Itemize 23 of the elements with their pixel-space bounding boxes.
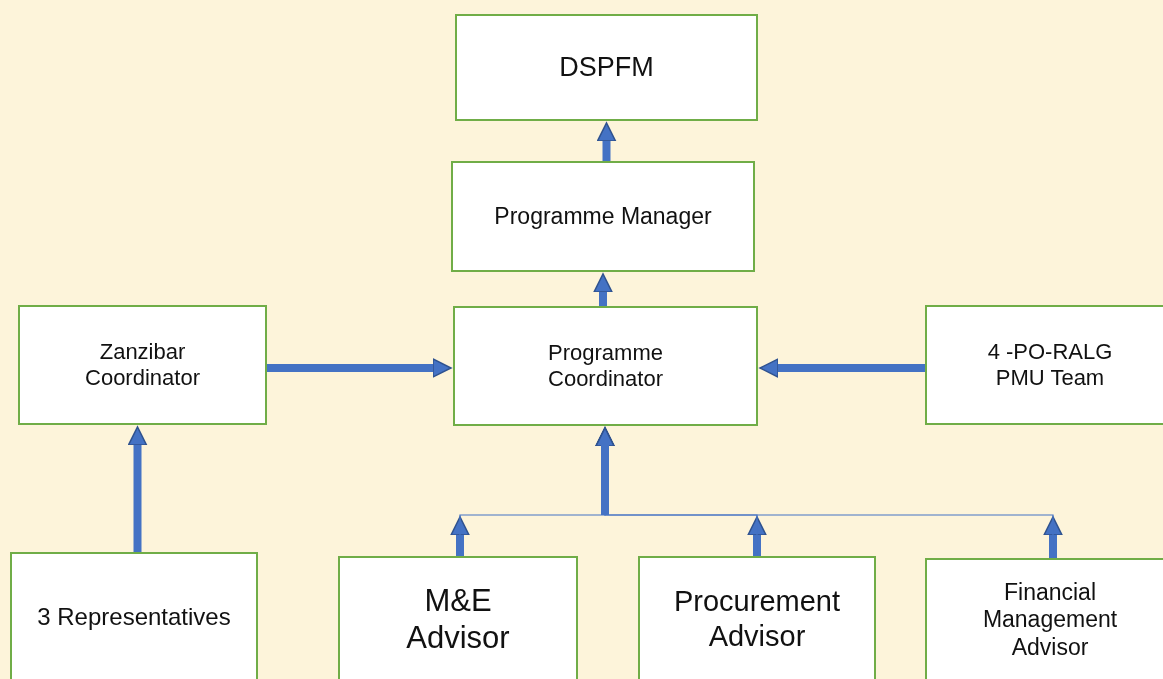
role-label: 4 -PO-RALG PMU Team [986, 338, 1114, 392]
block-arrow [596, 122, 617, 161]
role-label: Procurement Advisor [673, 584, 841, 654]
org-box [925, 305, 1163, 425]
org-box [338, 556, 578, 679]
role-label: DSPFM [559, 51, 654, 84]
org-box [18, 305, 267, 425]
org-box [638, 556, 876, 679]
org-box [451, 161, 755, 272]
role-label: 3 Representatives [37, 602, 231, 632]
role-label: Financial Management Advisor [981, 578, 1119, 662]
org-box [10, 552, 258, 679]
block-arrow [759, 358, 925, 378]
org-box [453, 306, 758, 426]
role-label: Zanzibar Coordinator [84, 338, 201, 392]
role-label: M&E Advisor [405, 581, 511, 657]
block-arrow [593, 273, 613, 306]
role-label: Programme Manager [494, 202, 712, 231]
role-label: Programme Coordinator [547, 339, 664, 393]
block-arrow [267, 358, 452, 378]
org-box [455, 14, 758, 121]
org-box [925, 558, 1163, 679]
block-arrow [127, 426, 148, 552]
